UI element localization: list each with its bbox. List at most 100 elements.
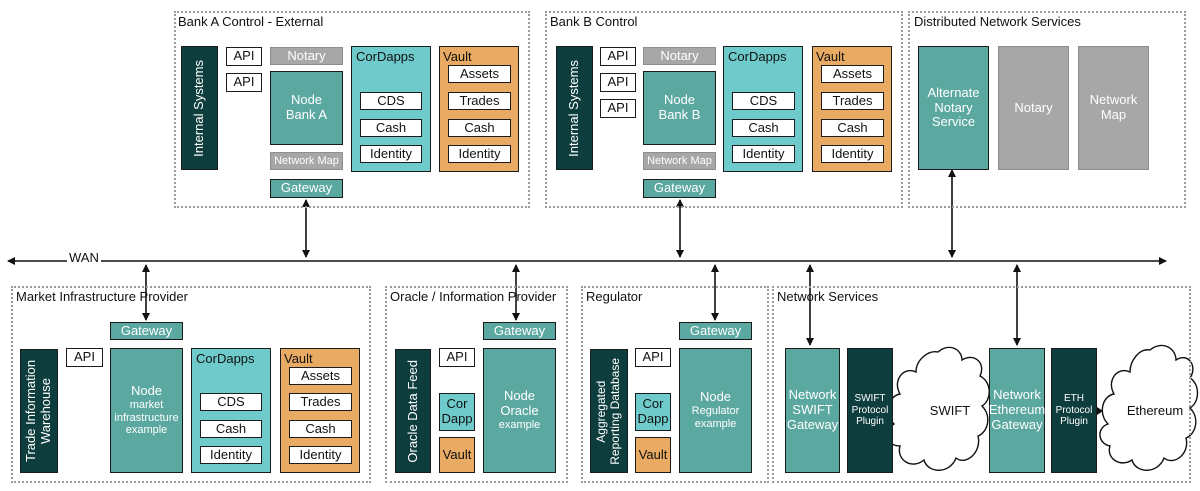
node-title: Node <box>130 383 163 399</box>
swift-cloud-label: SWIFT <box>929 403 971 418</box>
region-title: Distributed Network Services <box>914 14 1081 29</box>
node-subtitle: Regulator <box>691 405 740 418</box>
region-market-infrastructure-provider: Market Infrastructure Provider <box>11 286 371 483</box>
network-ethereum-gateway: Network Ethereum Gateway <box>989 348 1045 473</box>
vault-item: Assets <box>289 367 352 385</box>
vault-item: Identity <box>448 145 511 163</box>
region-bank-a: Bank A Control - External <box>174 11 530 208</box>
label-line: Network <box>788 387 837 403</box>
ethereum-cloud <box>1099 344 1199 471</box>
node-regulator: Node Regulator example <box>679 348 752 473</box>
vault-item: Trades <box>448 92 511 110</box>
internal-systems-label: Internal Systems <box>191 59 207 157</box>
region-title: Network Services <box>777 289 879 304</box>
label-line: Gateway <box>991 416 1043 432</box>
api-box: API <box>600 47 636 66</box>
vault-title: Vault <box>443 49 472 64</box>
network-map-box: Network Map <box>643 152 716 170</box>
gateway-box: Gateway <box>110 322 183 340</box>
region-title: Regulator <box>586 289 643 304</box>
label-line: Gateway <box>786 416 839 432</box>
api-box: API <box>600 99 636 118</box>
region-oracle-information-provider: Oracle / Information Provider <box>385 286 568 483</box>
aggregated-reporting-database: Aggregated Reporting Database <box>590 349 628 473</box>
label-line: Protocol <box>851 404 889 416</box>
region-title: Market Infrastructure Provider <box>16 289 188 304</box>
cordapp-item: Identity <box>360 145 422 163</box>
internal-systems: Internal Systems <box>181 46 218 170</box>
db-label: Aggregated Reporting Database <box>594 357 623 465</box>
network-map-service: Network Map <box>1078 46 1149 170</box>
network-swift-gateway: Network SWIFT Gateway <box>785 348 840 473</box>
node-subtitle: example <box>125 424 168 437</box>
cordapp-item: CDS <box>360 92 422 110</box>
cordapp-item: Cash <box>360 119 422 137</box>
ethereum-cloud-label: Ethereum <box>1126 403 1184 418</box>
internal-systems-label: Internal Systems <box>566 59 582 157</box>
label-line: ETH <box>1064 393 1084 405</box>
vault-item: Cash <box>821 119 884 137</box>
network-map-box: Network Map <box>270 152 343 170</box>
region-distributed-network-services: Distributed Network Services <box>908 11 1186 208</box>
swift-protocol-plugin: SWIFT Protocol Plugin <box>847 348 893 473</box>
cordapp-item: Identity <box>732 145 795 163</box>
node-subtitle: Bank B <box>658 107 701 122</box>
node-bank-a: Node Bank A <box>270 71 343 145</box>
cordapp-item: Cash <box>200 420 262 438</box>
region-regulator: Regulator <box>581 286 769 483</box>
swift-cloud <box>886 346 990 471</box>
node-subtitle: Bank A <box>285 107 328 122</box>
vault-item: Trades <box>289 393 352 411</box>
label-line: Plugin <box>856 416 884 428</box>
wan-label: WAN <box>67 250 101 265</box>
vault-box: Vault <box>439 437 475 473</box>
region-title: Bank B Control <box>550 14 638 29</box>
gateway-box: Gateway <box>270 179 343 198</box>
label-line: Alternate <box>927 84 980 100</box>
api-box: API <box>635 348 671 367</box>
label-line: SWIFT <box>854 393 886 405</box>
vault-item: Identity <box>821 145 884 163</box>
api-box: API <box>66 348 103 367</box>
vault-item: Trades <box>821 92 884 110</box>
node-title: Oracle <box>500 403 539 419</box>
gateway-box: Gateway <box>483 322 556 340</box>
node-market-infrastructure: Node market infrastructure example <box>110 348 183 473</box>
label-line: Network <box>993 387 1041 403</box>
internal-systems: Internal Systems <box>556 46 593 170</box>
cordapps-title: CorDapps <box>196 351 255 366</box>
node-subtitle: example <box>694 417 737 430</box>
gateway-box: Gateway <box>643 179 716 198</box>
oracle-data-feed: Oracle Data Feed <box>395 349 431 473</box>
cordapp-item: Cash <box>732 119 795 137</box>
label-line: Network <box>1089 92 1138 108</box>
label-line: Ethereum <box>988 402 1046 418</box>
notary-box: Notary <box>270 47 343 65</box>
eth-protocol-plugin: ETH Protocol Plugin <box>1051 348 1097 473</box>
label-line: Dapp <box>637 411 669 426</box>
region-bank-b: Bank B Control <box>545 11 903 208</box>
vault-title: Vault <box>284 351 313 366</box>
node-bank-b: Node Bank B <box>643 71 716 145</box>
cordapp-item: CDS <box>200 393 262 411</box>
node-title: Node <box>663 92 696 108</box>
gateway-box: Gateway <box>679 322 752 340</box>
label-line: Protocol <box>1055 404 1093 416</box>
vault-box: Vault <box>635 437 671 473</box>
label-line: Notary <box>934 99 973 115</box>
cordapp-box: Cor Dapp <box>439 393 475 431</box>
label-line: Service <box>931 114 976 130</box>
region-title: Bank A Control - External <box>178 14 324 29</box>
api-box: API <box>600 73 636 92</box>
vault-item: Cash <box>289 420 352 438</box>
label-line: Plugin <box>1060 416 1088 428</box>
label-line: Reporting Database <box>608 357 622 465</box>
vault-item: Cash <box>448 119 511 137</box>
vault-item: Assets <box>448 65 511 83</box>
api-box: API <box>226 47 262 66</box>
node-title: Node <box>699 389 732 405</box>
data-feed-label: Oracle Data Feed <box>404 359 420 463</box>
node-subtitle: market <box>129 399 164 411</box>
vault-item: Identity <box>289 446 352 464</box>
